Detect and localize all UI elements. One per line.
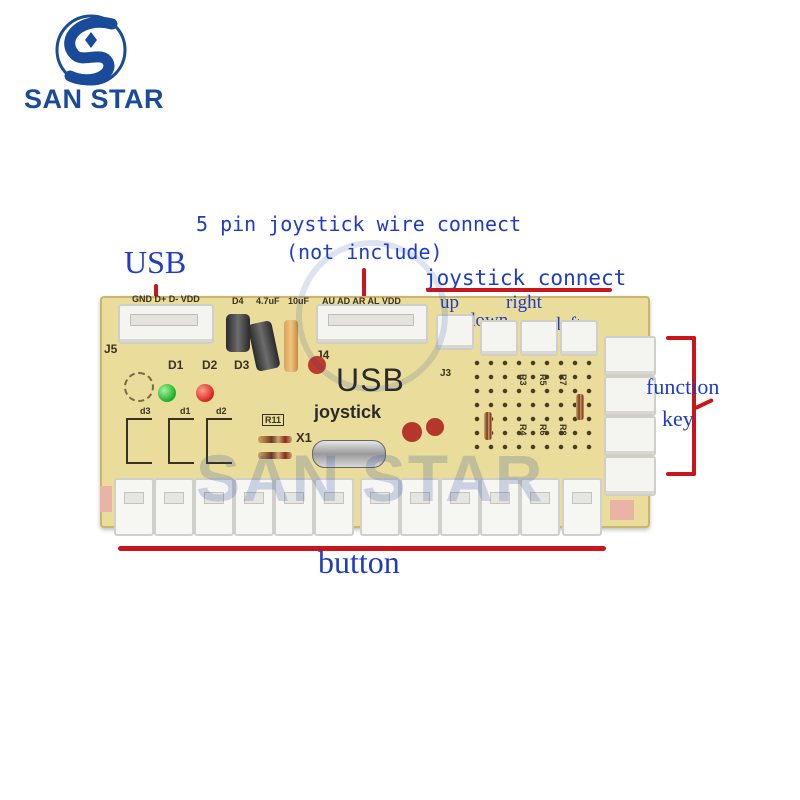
silk-d1: D1: [168, 358, 184, 372]
silk-r8: R8: [558, 424, 568, 436]
usb-connector-pins: [130, 314, 198, 326]
silk-d4: D4: [232, 296, 244, 306]
silk-small-d1: d1: [180, 406, 191, 416]
joystick-connect-label: joystick connect: [424, 266, 627, 290]
silk-small-d3: d3: [140, 406, 151, 416]
green-led: [158, 384, 176, 402]
function-bracket-vertical: [692, 336, 696, 476]
pin-header-1: [126, 418, 152, 464]
silk-r5: R5: [538, 374, 548, 386]
button-label: button: [318, 544, 400, 580]
button-connector-9: [440, 478, 480, 536]
button-connector-12: [562, 478, 602, 536]
button-underline: [118, 546, 606, 551]
board-subtitle: joystick: [314, 402, 382, 422]
function-bracket-bottom: [666, 472, 696, 476]
button-connector-1: [114, 478, 154, 536]
silk-small-d2: d2: [216, 406, 227, 416]
silk-j3: J3: [440, 368, 452, 379]
function-bracket-top: [666, 336, 696, 340]
watermark-text: SAN STAR: [196, 441, 545, 515]
joystick-wire-label: 5 pin joystick wire connect: [196, 212, 522, 236]
red-led: [196, 384, 214, 402]
button-connector-6: [314, 478, 354, 536]
function-key-connector-4: [604, 456, 656, 496]
capacitor-3: [284, 320, 298, 372]
silk-r11: R11: [262, 414, 285, 426]
pcb-edge-mark-left: [100, 486, 112, 512]
function-key-connector-3: [604, 416, 656, 456]
function-key-connector-1: [604, 336, 656, 376]
silk-d3: D3: [234, 358, 250, 372]
button-connector-4: [234, 478, 274, 536]
function-label: function: [646, 374, 720, 399]
pin-header-3: [206, 418, 232, 464]
button-connector-7: [360, 478, 400, 536]
joystick-connect-underline: [426, 288, 612, 292]
silk-r7: R7: [558, 374, 568, 386]
resistor-4: [576, 394, 584, 420]
button-connector-3: [194, 478, 234, 536]
function-key-connector-2: [604, 376, 656, 416]
resistor-2: [258, 452, 292, 459]
pin-header-2: [168, 418, 194, 464]
led-ring: [124, 372, 154, 402]
brand-logo: [52, 10, 130, 90]
usb-pointer: [154, 284, 158, 300]
resistor-3: [484, 412, 492, 440]
silk-usb-pins: GND D+ D- VDD: [132, 294, 200, 304]
button-connector-11: [520, 478, 560, 536]
silk-x1: X1: [296, 430, 312, 445]
joystick-left-connector: [560, 320, 598, 356]
silk-r6: R6: [538, 424, 548, 436]
silk-cap1: 4.7uF: [256, 296, 280, 306]
function-key-label: key: [662, 406, 694, 431]
usb-label: USB: [124, 244, 187, 280]
watermark-logo: [296, 240, 448, 392]
silk-d2: D2: [202, 358, 218, 372]
capacitor-1: [226, 314, 250, 352]
resistor-1: [258, 436, 292, 443]
joystick-down-connector: [480, 320, 518, 356]
brand-name: SAN STAR: [24, 84, 165, 114]
silk-r3: R3: [518, 374, 528, 386]
swirl-s-logo-icon: [55, 14, 127, 86]
button-connector-8: [400, 478, 440, 536]
ceramic-cap-2: [402, 422, 422, 442]
joystick-right-connector: [520, 320, 558, 356]
button-connector-10: [480, 478, 520, 536]
crystal-oscillator: [312, 440, 386, 468]
button-connector-2: [154, 478, 194, 536]
right-label: right: [506, 292, 542, 313]
silk-j5: J5: [104, 342, 118, 356]
silk-r4: R4: [518, 424, 528, 436]
button-connector-5: [274, 478, 314, 536]
pcb-edge-mark-right: [610, 500, 634, 520]
ceramic-cap-3: [426, 418, 444, 436]
